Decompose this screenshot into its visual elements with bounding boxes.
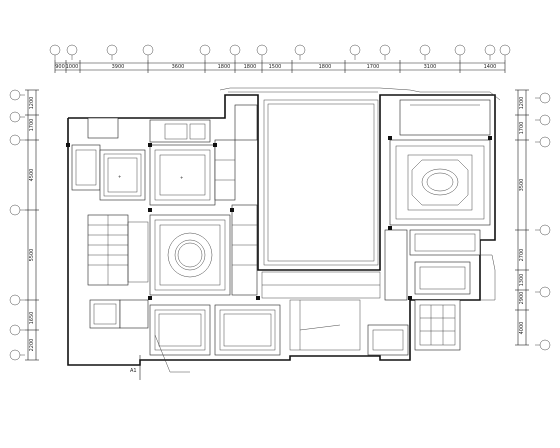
axis-bubble xyxy=(9,324,25,336)
top-dimension-label: 3100 xyxy=(424,64,437,70)
section-mark: A1 xyxy=(130,355,141,380)
axis-bubble xyxy=(49,44,61,60)
axis-bubble xyxy=(256,44,268,60)
room-right-oval-ceiling xyxy=(389,139,491,226)
axis-bubble xyxy=(106,44,118,60)
room-upper-center: + xyxy=(149,144,216,206)
right-dimension-label: 2900 xyxy=(519,292,525,305)
axis-bubble xyxy=(535,92,551,104)
left-dimension-label: 1700 xyxy=(29,119,35,132)
room-stair-left xyxy=(87,214,149,286)
left-dimension-label: 1200 xyxy=(29,97,35,110)
axis-bubble xyxy=(535,224,551,236)
axis-bubble xyxy=(9,349,25,361)
svg-text:+: + xyxy=(180,175,183,180)
section-mark-label: A1 xyxy=(130,368,137,374)
left-dimension-label: 2200 xyxy=(29,339,35,352)
room-top-left-small xyxy=(71,144,101,191)
axis-bubble xyxy=(9,89,25,101)
room-upper-narrow xyxy=(214,139,236,201)
top-dimension-line xyxy=(55,62,505,71)
room-lower-left-small xyxy=(89,299,149,329)
columns xyxy=(66,136,492,300)
right-dimension-label: 1700 xyxy=(519,122,525,135)
room-top-strip xyxy=(87,104,258,143)
top-dimension-label: 900 xyxy=(55,64,65,70)
left-dimension-label: 1650 xyxy=(29,312,35,325)
right-dimension-label: 1300 xyxy=(519,274,525,287)
top-dimension-label: 1000 xyxy=(66,64,79,70)
axis-bubble xyxy=(499,44,511,60)
corridor-bottom xyxy=(261,271,381,351)
axis-bubble xyxy=(349,44,361,60)
room-lower-center-right xyxy=(214,304,281,356)
right-dimension-label: 1200 xyxy=(519,97,525,110)
courtyard xyxy=(263,99,379,266)
left-dimension-label: 5500 xyxy=(29,249,35,262)
axis-bubble xyxy=(199,44,211,60)
room-right-middle xyxy=(384,229,481,301)
axis-bubble xyxy=(419,44,431,60)
left-dimension-line xyxy=(27,90,37,360)
axis-bubble xyxy=(9,134,25,146)
axis-bubble xyxy=(9,111,25,123)
top-dimension-label: 1800 xyxy=(218,64,231,70)
top-dimension-label: 3600 xyxy=(172,64,185,70)
top-dimension-label: 1400 xyxy=(484,64,497,70)
axis-bubble xyxy=(454,44,466,60)
axis-bubble xyxy=(229,44,241,60)
left-dimension-labels: 1200 1700 4500 5500 1650 2200 xyxy=(25,89,39,361)
axis-bubble xyxy=(142,44,154,60)
axis-bubble xyxy=(535,136,551,148)
right-dimension-label: 4000 xyxy=(519,322,525,335)
top-dimension-label: 1500 xyxy=(269,64,282,70)
top-dimension-label: 1800 xyxy=(319,64,332,70)
left-dimension-label: 4500 xyxy=(29,169,35,182)
axis-bubble xyxy=(535,339,551,351)
room-lower-center xyxy=(149,304,211,356)
svg-text:+: + xyxy=(118,174,121,179)
room-narrow-right-of-round xyxy=(231,204,258,296)
top-dimension-label: 1800 xyxy=(244,64,257,70)
axis-bubble xyxy=(535,286,551,298)
top-axis-bubbles xyxy=(49,44,511,60)
right-dimension-line xyxy=(517,90,527,345)
room-upper-left: + xyxy=(99,149,146,201)
axis-bubble xyxy=(9,204,25,216)
balcony-right xyxy=(480,254,496,301)
right-dimension-label: 3500 xyxy=(519,179,525,192)
left-axis-bubbles xyxy=(9,89,25,361)
top-dimension-label: 1700 xyxy=(367,64,380,70)
annotation-leaders xyxy=(154,324,341,373)
right-axis-bubbles xyxy=(535,92,551,351)
axis-bubble xyxy=(9,294,25,306)
room-right-top-strip xyxy=(399,99,491,136)
axis-bubble xyxy=(535,114,551,126)
room-right-lower-grid xyxy=(367,299,461,356)
axis-bubble xyxy=(484,44,496,60)
right-dimension-label: 2700 xyxy=(519,249,525,262)
room-large-round-ceiling xyxy=(149,214,231,296)
axis-bubble xyxy=(379,44,391,60)
axis-bubble xyxy=(66,44,78,60)
top-dimension-label: 3900 xyxy=(112,64,125,70)
axis-bubble xyxy=(294,44,306,60)
right-dimension-labels: 1200 1700 3500 2700 1300 2900 4000 xyxy=(515,89,529,346)
